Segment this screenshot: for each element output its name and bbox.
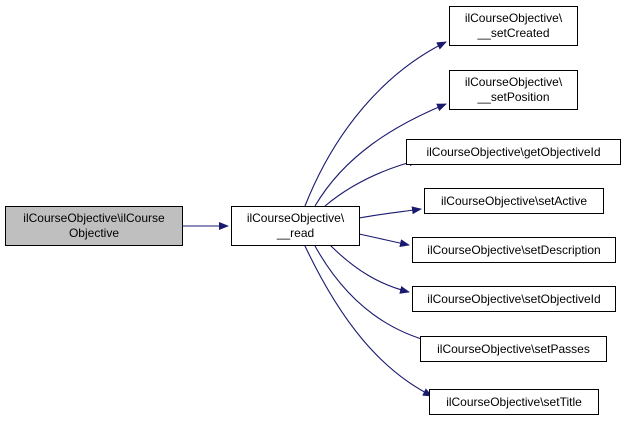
node-label: ilCourseObjective\getObjectiveId [426, 144, 601, 159]
node-setpasses[interactable]: ilCourseObjective\setPasses [420, 336, 607, 362]
node-label-line1: ilCourseObjective\ [464, 75, 563, 89]
node-label: ilCourseObjective\setTitle [446, 394, 582, 409]
node-setactive[interactable]: ilCourseObjective\setActive [424, 188, 604, 214]
edge-read-to-setPasses [314, 245, 433, 344]
node-label-line2: __setCreated [477, 26, 550, 40]
edge-read-to-setPosition [314, 103, 447, 207]
node-label: ilCourseObjective\setActive [440, 193, 588, 208]
edge-read-to-getObjectiveId [324, 158, 419, 207]
node-read[interactable]: ilCourseObjective\ __read [231, 206, 360, 246]
edge-read-to-setDescription [358, 233, 410, 248]
node-label: ilCourseObjective\setPasses [437, 341, 590, 356]
node-label: ilCourseObjective\setObjectiveId [427, 291, 601, 306]
node-settitle[interactable]: ilCourseObjective\setTitle [429, 389, 599, 415]
edge-read-to-setActive [358, 206, 422, 219]
node-label-line1: ilCourseObjective\ilCourse [23, 211, 165, 225]
edge-read-to-setTitle [304, 245, 433, 397]
edge-read-to-setObjectiveId [329, 244, 410, 294]
node-label-line1: ilCourseObjective\ [464, 11, 563, 25]
node-ilcourseobjective-constructor[interactable]: ilCourseObjective\ilCourse Objective [5, 206, 183, 246]
node-label: ilCourseObjective\setDescription [427, 242, 601, 257]
node-getobjectiveid[interactable]: ilCourseObjective\getObjectiveId [406, 139, 621, 165]
node-label-line1: ilCourseObjective\ [246, 211, 345, 225]
node-setposition[interactable]: ilCourseObjective\ __setPosition [449, 70, 578, 110]
node-setdescription[interactable]: ilCourseObjective\setDescription [412, 237, 616, 263]
node-label-line2: __read [276, 226, 315, 240]
node-setobjectiveid[interactable]: ilCourseObjective\setObjectiveId [412, 286, 616, 312]
node-label-line2: Objective [68, 226, 119, 240]
node-setcreated[interactable]: ilCourseObjective\ __setCreated [449, 6, 578, 46]
node-label-line2: __setPosition [477, 90, 550, 104]
edge-read-to-setCreated [304, 41, 447, 207]
